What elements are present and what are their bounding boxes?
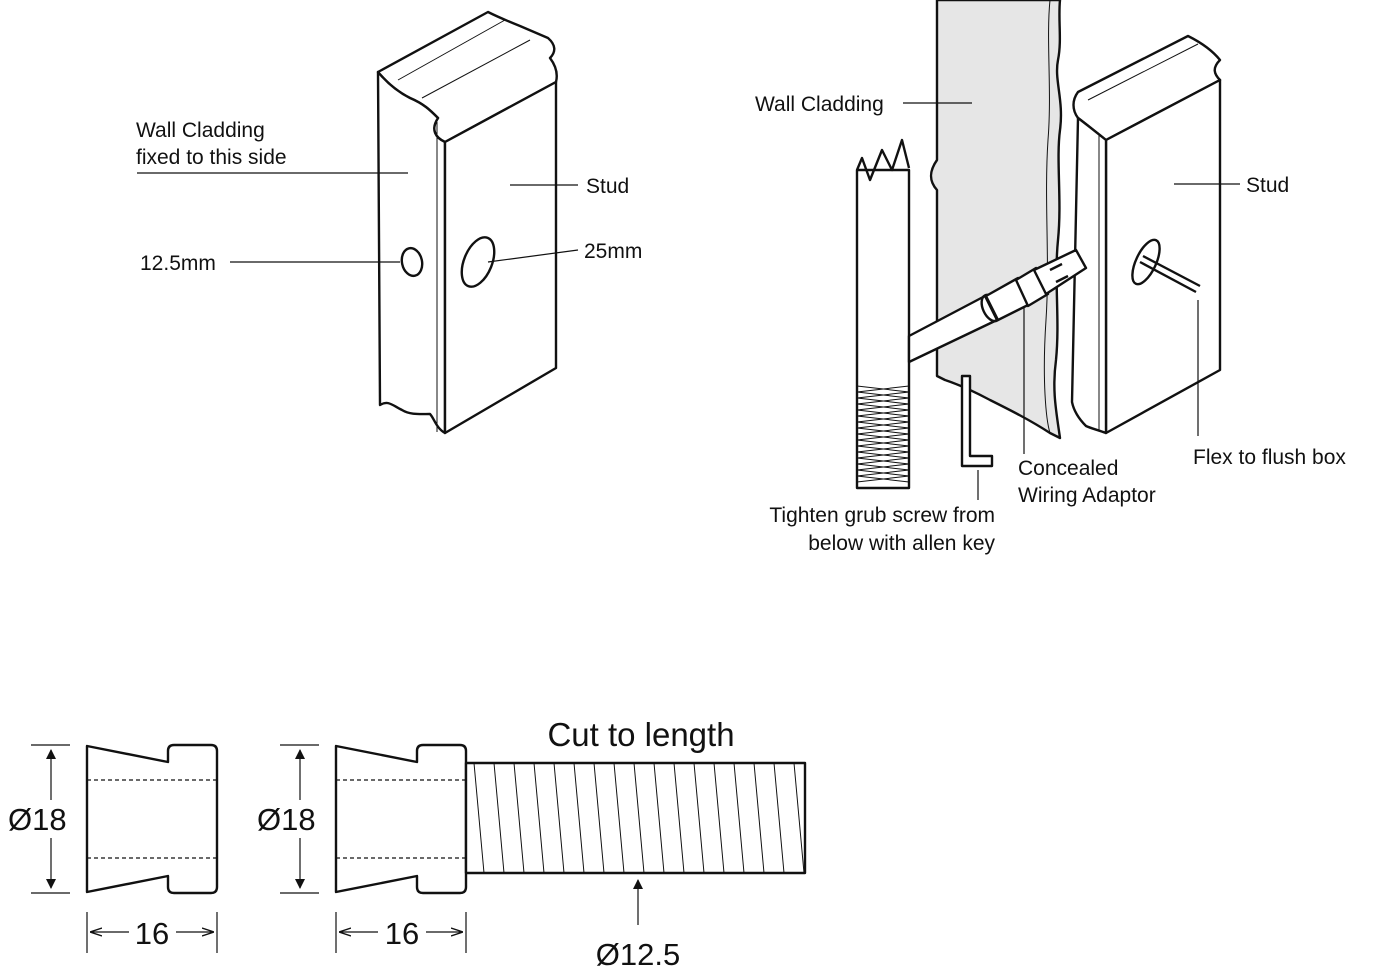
thread-lines [473, 762, 805, 874]
stud-label-left: Stud [586, 175, 629, 198]
wall-cladding-label-1: Wall Cladding [136, 119, 265, 142]
grub-screw-label-2: below with allen key [808, 532, 995, 555]
cut-to-length-label: Cut to length [547, 716, 734, 753]
wall-cladding-label-2: fixed to this side [136, 146, 287, 169]
rod-thread-hatch [856, 385, 910, 483]
adaptor-b-dimension-drawing: Ø18 16 Ø12.5 Cut to length [257, 716, 807, 972]
stud-label-right: Stud [1246, 174, 1289, 197]
adaptor-b-length: 16 [385, 916, 419, 951]
hole-small-label: 12.5mm [140, 252, 216, 275]
hole-large-label: 25mm [584, 240, 642, 263]
grub-screw-label-1: Tighten grub screw from [769, 504, 995, 527]
thread-diameter: Ø12.5 [596, 937, 680, 972]
adaptor-a-length: 16 [135, 916, 169, 951]
left-stud-drawing: Wall Cladding fixed to this side Stud 12… [136, 10, 642, 435]
adaptor-label-2: Wiring Adaptor [1018, 484, 1156, 507]
adaptor-a-dimension-drawing: Ø18 16 [8, 743, 219, 953]
adaptor-label-1: Concealed [1018, 457, 1118, 480]
flex-label: Flex to flush box [1193, 446, 1346, 469]
adaptor-b-diameter: Ø18 [257, 802, 316, 837]
right-install-drawing: Wall Cladding Stud Flex to flush box Con… [755, 0, 1346, 555]
wall-cladding-label-right: Wall Cladding [755, 93, 884, 116]
adaptor-a-diameter: Ø18 [8, 802, 67, 837]
